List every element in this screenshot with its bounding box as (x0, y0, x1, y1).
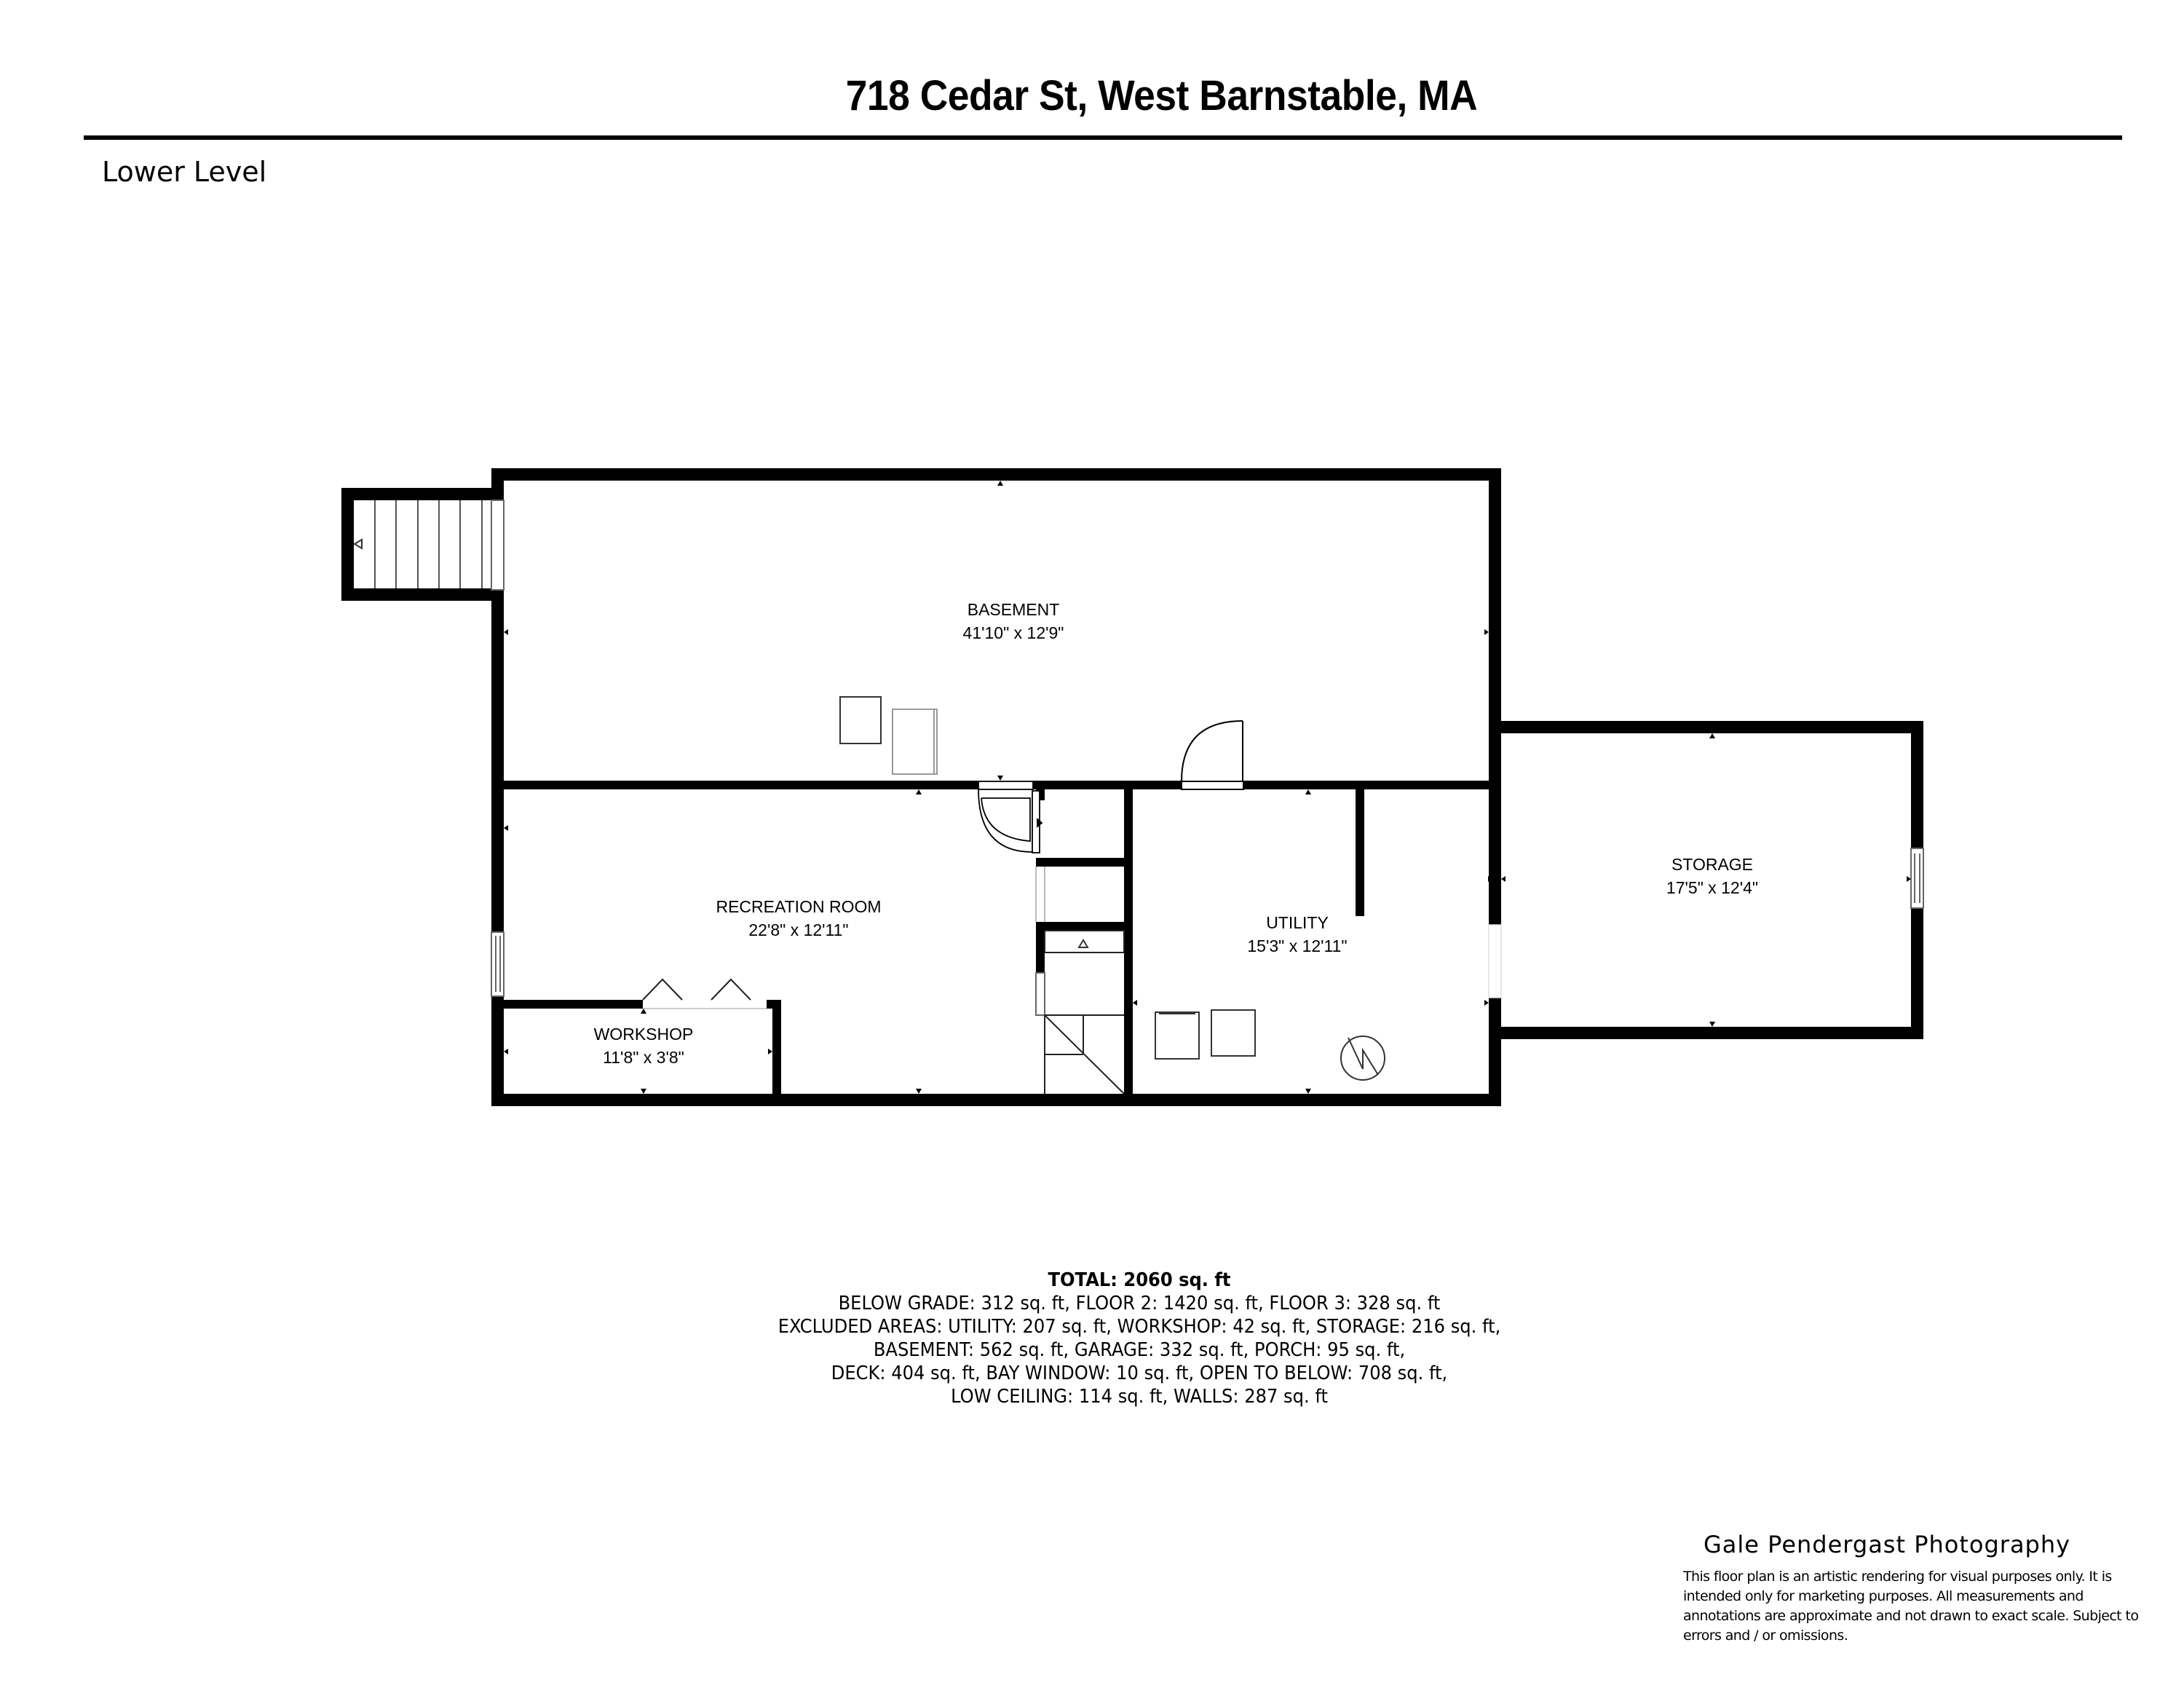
room-label-utility: UTILITY 15'3" x 12'11" (1247, 913, 1347, 955)
svg-text:RECREATION ROOM: RECREATION ROOM (716, 897, 881, 916)
dimension-markers (504, 481, 1911, 1094)
bifold-door-icon (642, 978, 767, 1009)
address-title: 718 Cedar St, West Barnstable, MA (845, 72, 1477, 119)
walls (341, 468, 1923, 1106)
total-area: TOTAL: 2060 sq. ft (1048, 1269, 1231, 1291)
svg-text:15'3" x 12'11": 15'3" x 12'11" (1247, 936, 1347, 955)
svg-text:WORKSHOP: WORKSHOP (594, 1025, 694, 1044)
washer-icon (1155, 1011, 1200, 1060)
level-label: Lower Level (102, 156, 267, 188)
dryer-icon (1211, 1009, 1256, 1057)
room-label-basement: BASEMENT 41'10" x 12'9" (963, 600, 1064, 642)
window-icon (491, 931, 505, 997)
page-title: 718 Cedar St, West Barnstable, MA (0, 71, 2184, 120)
svg-text:11'8" x 3'8": 11'8" x 3'8" (603, 1048, 684, 1067)
svg-text:17'5" x 12'4": 17'5" x 12'4" (1666, 878, 1758, 897)
window-icon (1910, 848, 1924, 909)
summary-line: BELOW GRADE: 312 sq. ft, FLOOR 2: 1420 s… (838, 1293, 1441, 1314)
svg-text:STORAGE: STORAGE (1671, 855, 1753, 874)
room-label-storage: STORAGE 17'5" x 12'4" (1666, 855, 1758, 897)
stairs-icon (1035, 930, 1125, 1095)
opening (1488, 924, 1502, 998)
svg-text:UTILITY: UTILITY (1266, 913, 1329, 932)
closet-outline (1035, 867, 1045, 922)
svg-text:22'8" x 12'11": 22'8" x 12'11" (748, 920, 848, 939)
summary-line: EXCLUDED AREAS: UTILITY: 207 sq. ft, WOR… (778, 1316, 1501, 1338)
cabinet-icon (892, 709, 938, 775)
title-divider (84, 135, 2122, 140)
water-heater-icon (1340, 1036, 1385, 1081)
summary-line: DECK: 404 sq. ft, BAY WINDOW: 10 sq. ft,… (831, 1362, 1448, 1384)
svg-text:BASEMENT: BASEMENT (968, 600, 1060, 619)
summary-line: BASEMENT: 562 sq. ft, GARAGE: 332 sq. ft… (873, 1339, 1406, 1361)
appliance-icon (839, 696, 882, 744)
svg-text:41'10" x 12'9": 41'10" x 12'9" (963, 623, 1064, 642)
photographer-credit: Gale Pendergast Photography (1704, 1531, 2071, 1558)
door-icon (1181, 720, 1244, 790)
room-label-workshop: WORKSHOP 11'8" x 3'8" (594, 1025, 694, 1067)
disclaimer: This floor plan is an artistic rendering… (1683, 1569, 2139, 1644)
summary-line: LOW CEILING: 114 sq. ft, WALLS: 287 sq. … (951, 1386, 1328, 1408)
window-icon (491, 500, 505, 591)
area-summary: TOTAL: 2060 sq. ft BELOW GRADE: 312 sq. … (80, 1269, 2111, 1408)
stairs-icon (353, 500, 504, 588)
door-icon (978, 781, 1043, 853)
room-label-recreation-room: RECREATION ROOM 22'8" x 12'11" (716, 897, 881, 939)
